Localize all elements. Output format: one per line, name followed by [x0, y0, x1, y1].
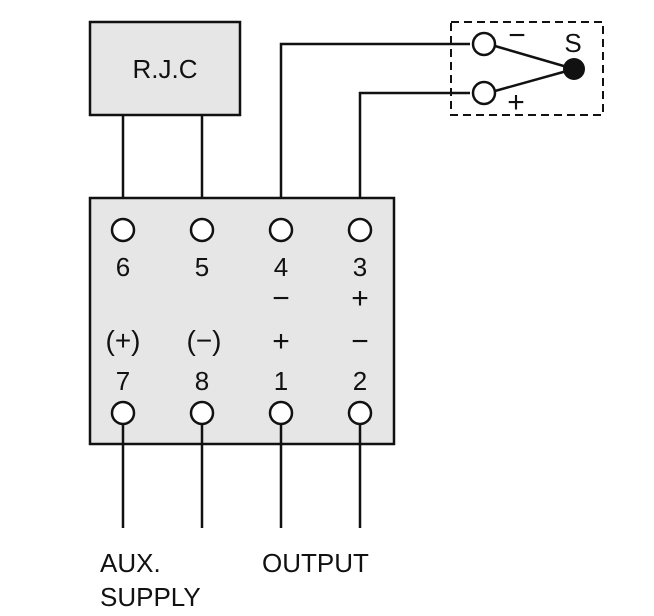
- switch-contact-plus: [471, 80, 497, 106]
- switch-label: S: [564, 28, 581, 58]
- switch-pivot: [563, 58, 585, 80]
- terminal-5-number: 5: [195, 252, 209, 282]
- switch-contact-minus: [471, 31, 497, 57]
- terminal-1-number: 1: [274, 366, 288, 396]
- terminal-1-polarity: +: [272, 325, 290, 358]
- rjc-label: R.J.C: [133, 54, 198, 84]
- aux-supply-label-line1: AUX.: [100, 548, 161, 578]
- terminal-block: [88, 196, 396, 446]
- switch-enclosure: [450, 21, 604, 116]
- wire-terminal-3-switch-plus: [358, 91, 470, 218]
- rjc-box: [88, 20, 242, 117]
- switch-blade-plus: [494, 67, 575, 93]
- terminal-7-polarity: (+): [106, 325, 141, 356]
- terminal-2-polarity: −: [351, 325, 369, 358]
- terminal-8-number: 8: [195, 366, 209, 396]
- terminal-3-number: 3: [353, 252, 367, 282]
- terminal-4-number: 4: [274, 252, 288, 282]
- terminal-6: [110, 217, 136, 243]
- switch-plus-symbol: +: [507, 86, 525, 119]
- terminal-8-polarity: (−): [187, 325, 222, 356]
- terminal-2-number: 2: [353, 366, 367, 396]
- terminal-2: [347, 400, 373, 426]
- terminal-7: [110, 400, 136, 426]
- terminal-1: [268, 400, 294, 426]
- wire-terminal-4-switch-minus: [279, 42, 470, 218]
- terminal-5: [189, 217, 215, 243]
- terminal-3: [347, 217, 373, 243]
- terminal-4-polarity: −: [272, 282, 290, 315]
- terminal-8: [189, 400, 215, 426]
- terminal-6-number: 6: [116, 252, 130, 282]
- switch-blade-minus: [494, 44, 575, 71]
- terminal-7-number: 7: [116, 366, 130, 396]
- switch-minus-symbol: −: [508, 19, 526, 52]
- aux-supply-label-line2: SUPPLY: [100, 582, 201, 612]
- terminal-4: [268, 217, 294, 243]
- output-label: OUTPUT: [262, 548, 369, 578]
- terminal-3-polarity: +: [351, 282, 369, 315]
